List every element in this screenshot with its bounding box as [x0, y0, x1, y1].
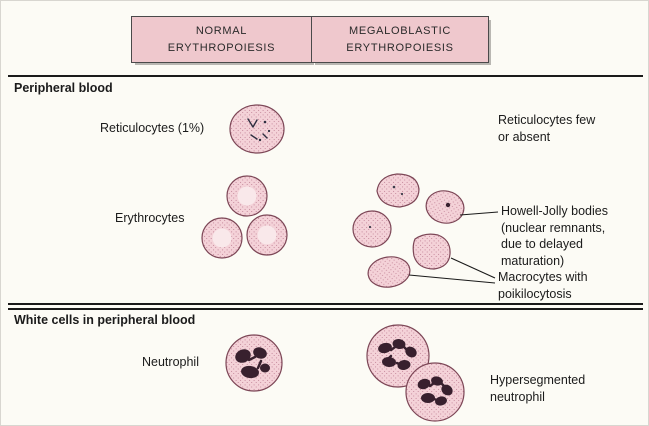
- label-neutrophil: Neutrophil: [142, 355, 199, 369]
- divider-middle-double: [8, 303, 643, 310]
- connector-line-macrocytes-2: [408, 274, 496, 284]
- divider-top: [8, 75, 643, 77]
- connector-line-macrocytes-1: [450, 257, 496, 279]
- section-title-white-cells: White cells in peripheral blood: [14, 313, 196, 327]
- neutrophil-normal-cell-icon: [225, 334, 283, 392]
- label-howell-jolly-bodies: Howell-Jolly bodies (nuclear remnants, d…: [501, 204, 608, 268]
- label-erythrocytes: Erythrocytes: [115, 211, 185, 225]
- reticulocyte-normal-cell-icon: [229, 104, 285, 154]
- howell-jolly-body-dot-icon: [445, 202, 451, 208]
- macrocytes-megaloblastic-group-icon: [352, 173, 465, 288]
- header-megaloblastic-erythropoiesis: MEGALOBLASTIC ERYTHROPOIESIS: [311, 16, 489, 63]
- nuclear-speck-icon: [392, 185, 396, 189]
- header-normal-erythropoiesis: NORMAL ERYTHROPOIESIS: [131, 16, 312, 63]
- hypersegmented-neutrophil-cell-2-icon: [405, 362, 465, 422]
- neutrophil-nucleus-icon: [235, 347, 270, 379]
- section-title-peripheral-blood: Peripheral blood: [14, 81, 113, 95]
- label-reticulocytes-few: Reticulocytes few or absent: [498, 113, 596, 144]
- nuclear-speck-icon: [400, 192, 404, 196]
- connector-line-howell-jolly: [459, 211, 499, 216]
- label-hypersegmented-neutrophil: Hypersegmented neutrophil: [490, 373, 586, 404]
- label-macrocytes-poikilocytosis: Macrocytes with poikilocytosis: [498, 270, 588, 301]
- erythrocytes-normal-group-icon: [201, 175, 288, 259]
- hypersegmented-neutrophil-cell-1-icon: [366, 324, 430, 388]
- label-reticulocytes-normal: Reticulocytes (1%): [100, 121, 205, 135]
- nuclear-speck-icon: [368, 225, 372, 229]
